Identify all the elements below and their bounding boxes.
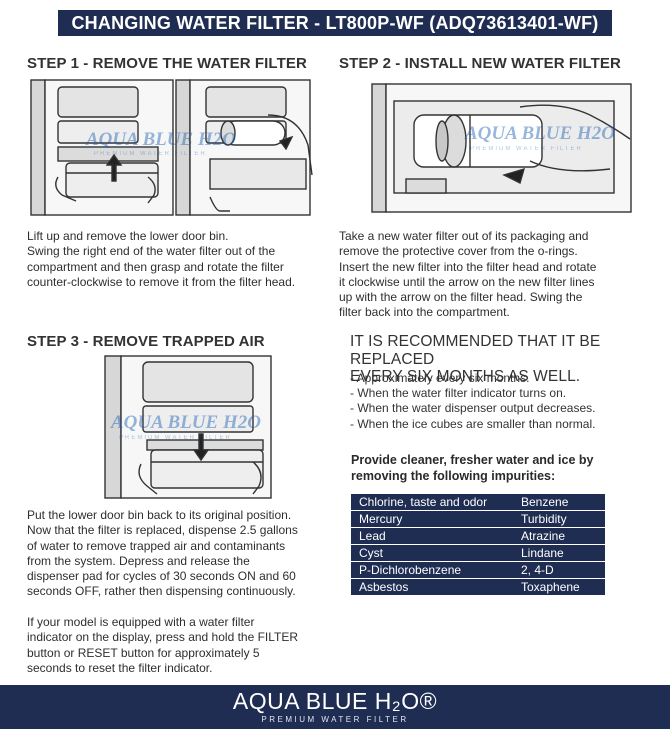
- watermark-text: AQUA BLUE H2O: [110, 412, 261, 433]
- svg-text:PREMIUM WATER FILTER: PREMIUM WATER FILTER: [94, 151, 207, 157]
- svg-text:PREMIUM WATER FILTER: PREMIUM WATER FILTER: [470, 146, 583, 152]
- step3-illustration: AQUA BLUE H2O PREMIUM WATER FILTER: [104, 355, 272, 499]
- page-title: CHANGING WATER FILTER - LT800P-WF (ADQ73…: [71, 13, 599, 33]
- step1-illustration: AQUA BLUE H2O PREMIUM WATER FILTER: [30, 79, 313, 216]
- footer-bar: AQUA BLUE H₂O® PREMIUM WATER FILTER: [0, 685, 670, 729]
- step2-illustration: AQUA BLUE H2O PREMIUM WATER FILTER: [371, 83, 632, 213]
- list-item: - When the ice cubes are smaller than no…: [350, 416, 596, 431]
- step1-title: STEP 1 - REMOVE THE WATER FILTER: [27, 55, 307, 72]
- step2-title: STEP 2 - INSTALL NEW WATER FILTER: [339, 55, 621, 72]
- svg-text:PREMIUM WATER FILTER: PREMIUM WATER FILTER: [119, 435, 232, 441]
- list-item: - When the water filter indicator turns …: [350, 386, 567, 401]
- recommendation-heading: IT IS RECOMMENDED THAT IT BE REPLACED EV…: [350, 333, 601, 385]
- step3-instructions: Put the lower door bin back to its origi…: [27, 508, 298, 599]
- step3-title: STEP 3 - REMOVE TRAPPED AIR: [27, 333, 265, 350]
- list-item: - When the water dispenser output decrea…: [350, 401, 596, 416]
- step1-instructions: Lift up and remove the lower door bin. S…: [27, 229, 296, 289]
- watermark-text: AQUA BLUE H2O: [85, 129, 236, 150]
- page-header: CHANGING WATER FILTER - LT800P-WF (ADQ73…: [58, 10, 612, 36]
- step3-filter-indicator-note: If your model is equipped with a water f…: [27, 615, 299, 675]
- recommendation-list: - Approximately every six months. - When…: [350, 371, 595, 432]
- list-item: - Approximately every six months.: [350, 371, 530, 385]
- step2-instructions: Take a new water filter out of its packa…: [339, 229, 597, 320]
- brand-tagline: PREMIUM WATER FILTER: [261, 715, 409, 724]
- impurities-intro: Provide cleaner, fresher water and ice b…: [351, 453, 594, 483]
- brand-logo: AQUA BLUE H₂O®: [232, 688, 438, 714]
- watermark-text: AQUA BLUE H2O: [464, 123, 615, 144]
